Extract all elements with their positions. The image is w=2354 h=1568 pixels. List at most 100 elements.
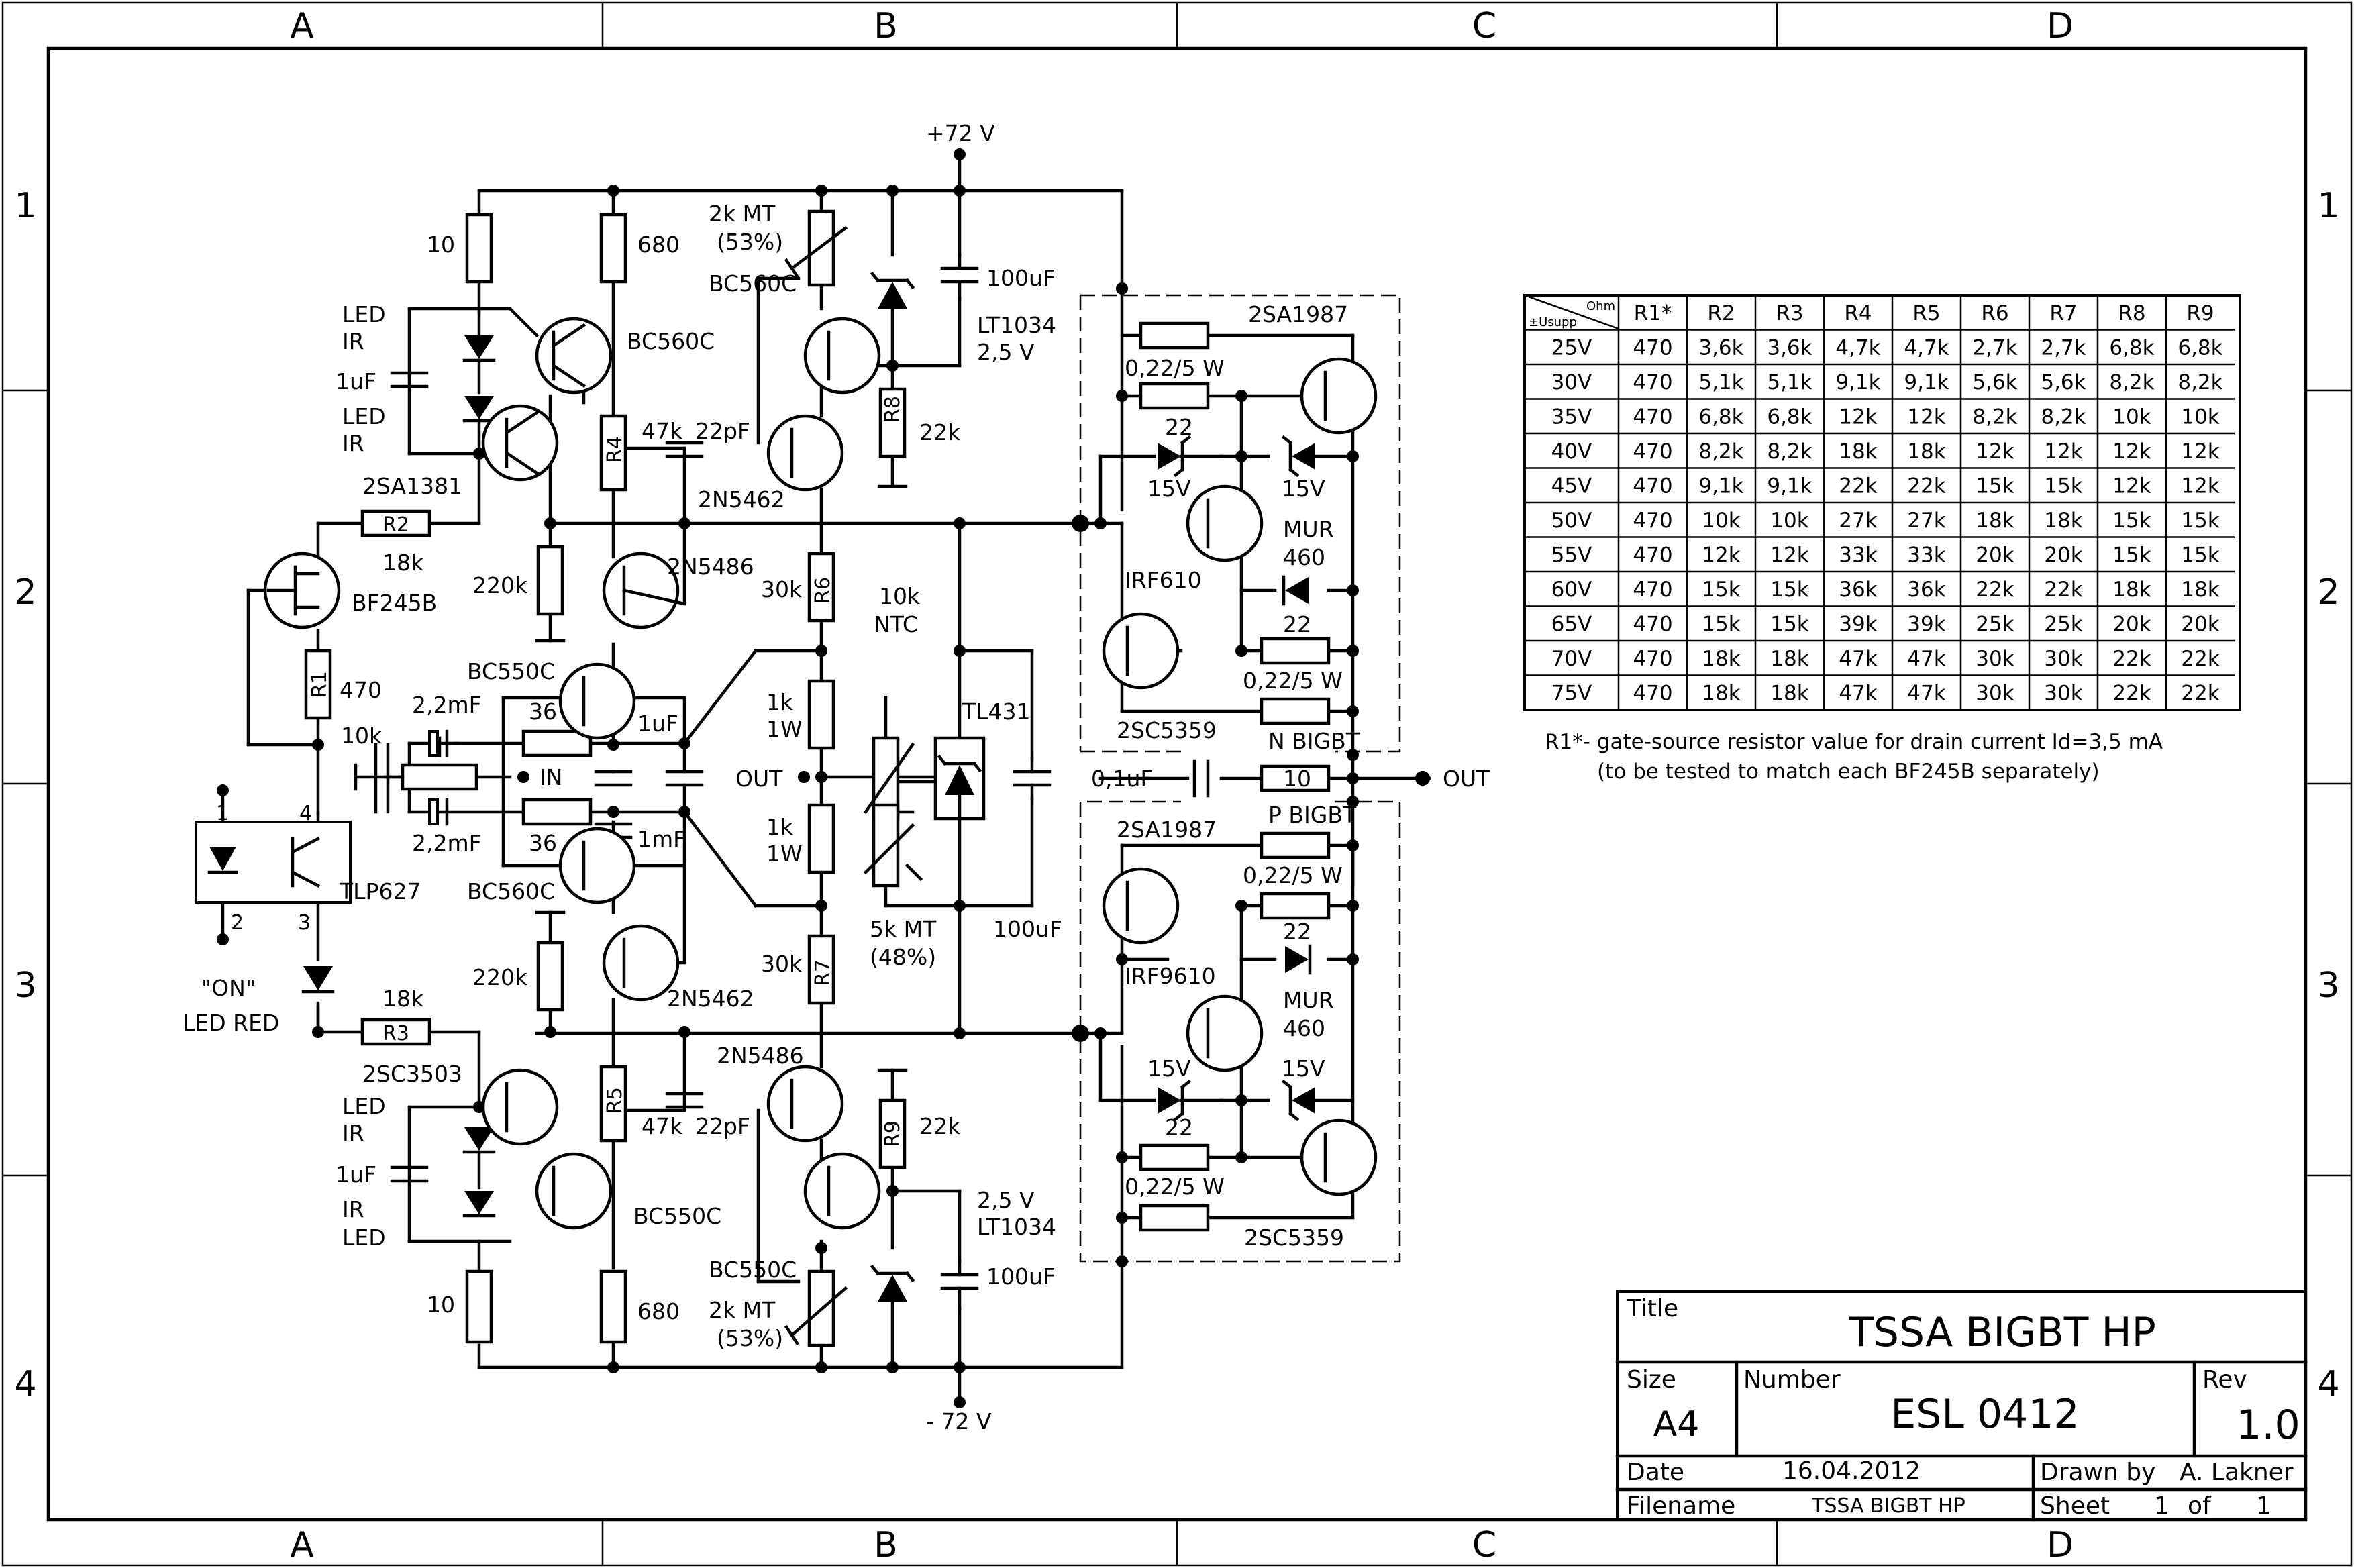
q-2sa1381 (481, 404, 559, 482)
cap-01uf (1192, 759, 1210, 798)
label-led-ir-1a: LED (342, 301, 386, 327)
table-cell: 18k (2181, 578, 2219, 602)
label-ntc-b: NTC (874, 611, 918, 637)
table-note-1: R1*- gate-source resistor value for drai… (1545, 730, 2163, 754)
table-cell: 2,7k (2041, 335, 2086, 360)
sheet-number: 1 (2154, 1492, 2169, 1520)
label-irf610: IRF610 (1125, 567, 1202, 593)
filename-value: TSSA BIGBT HP (1811, 1494, 1965, 1518)
zone-col-b-top: B (874, 6, 898, 46)
label-r2: R2 (382, 513, 409, 537)
table-cell: 15k (1976, 474, 2014, 498)
label-2sa1987-bottom: 2SA1987 (1117, 817, 1217, 843)
label-z15-1: 15V (1147, 476, 1191, 502)
label-bc550c-bottom: BC550C (633, 1203, 721, 1229)
label-r1k-bottom-b: 1W (766, 841, 803, 867)
table-cell: 20k (2044, 543, 2082, 567)
label-r18k-top: 18k (382, 550, 424, 576)
table-cell: 18k (1839, 439, 1877, 464)
label-r22-4: 22 (1165, 1114, 1193, 1141)
drawing-title: TSSA BIGBT HP (1848, 1309, 2156, 1356)
label-lt-bottom-a: 2,5 V (977, 1187, 1035, 1213)
table-cell: 470 (1633, 578, 1672, 602)
of-caption: of (2188, 1492, 2212, 1520)
table-header-cell: R6 (1981, 301, 2008, 325)
cap-22pf-top (665, 441, 704, 458)
table-cell: 18k (1770, 647, 1808, 671)
label-led-ir-2a: LED (342, 403, 386, 429)
label-bc560c-mid: BC560C (467, 878, 555, 904)
label-r10-out: 10 (1283, 766, 1311, 792)
table-corner-top: Ohm (1586, 299, 1615, 313)
label-mur-bottom-b: 460 (1283, 1015, 1325, 1041)
table-cell: 470 (1633, 335, 1672, 360)
table-header-cell: R4 (1844, 301, 1872, 325)
drawn-value: A. Lakner (2180, 1459, 2294, 1486)
label-lt-top-b: 2,5 V (977, 339, 1035, 365)
table-cell: 30k (1976, 681, 2014, 705)
table-cell: 15k (2181, 509, 2219, 533)
table-header-cell: R8 (2118, 301, 2145, 325)
q-top-pnp-1 (535, 317, 613, 395)
table-cell: 15k (2112, 509, 2151, 533)
q-bottom-npn-1 (535, 1152, 613, 1230)
zone-row-1-left: 1 (14, 186, 36, 226)
table-cell: 12k (2112, 474, 2151, 498)
table-cell: 22k (1907, 474, 1945, 498)
table-cell: 12k (2112, 439, 2151, 464)
label-p-bigbt: P BIGBT (1268, 802, 1357, 828)
label-trim-bottom-a: 2k MT (709, 1297, 776, 1323)
title-block: Title TSSA BIGBT HP Size A4 Number ESL 0… (1615, 1290, 2308, 1522)
label-led-ir-4a: IR (342, 1196, 364, 1222)
resistor-022-4-top (1260, 892, 1331, 920)
label-r10-bottom: 10 (427, 1292, 455, 1318)
label-pin2: 2 (231, 911, 244, 935)
resistor-r6 (807, 552, 835, 623)
table-cell: 2,7k (1972, 335, 2017, 360)
table-cell: 12k (1702, 543, 1740, 567)
label-r22-2: 22 (1283, 611, 1311, 637)
q-2sa1987-bottom (1102, 867, 1180, 945)
table-cell: 8,2k (2178, 370, 2222, 395)
zone-row-4-right: 4 (2317, 1364, 2339, 1404)
table-cell: 470 (1633, 543, 1672, 567)
table-header-cell: R9 (2186, 301, 2214, 325)
label-2sc5359-top: 2SC5359 (1117, 717, 1217, 743)
table-cell: 12k (2181, 474, 2219, 498)
label-bc560c-trim: BC560C (709, 270, 797, 297)
resistor-022-1 (1139, 321, 1210, 350)
zone-row-4-left: 4 (14, 1364, 36, 1404)
q-2sa1987-top (1300, 357, 1378, 435)
label-bc550c-mid: BC550C (467, 658, 555, 684)
resistor-220k-bottom (536, 941, 564, 1012)
label-c22pf-top: 22pF (695, 418, 750, 444)
table-cell: 6,8k (2178, 335, 2222, 360)
component-labels: +72 V - 72 V OUT OUT IN LED IR 1uF LED I… (183, 120, 1490, 1434)
table-cell: 470 (1633, 509, 1672, 533)
zener-lt1034-bottom (870, 1264, 915, 1302)
table-header-cell: R5 (1912, 301, 1940, 325)
zone-col-a-bottom: A (290, 1525, 314, 1565)
table-cell: 22k (2044, 578, 2082, 602)
table-cell: 36k (1907, 578, 1945, 602)
table-cell: 8,2k (1767, 439, 1812, 464)
table-cell: 9,1k (1904, 370, 1949, 395)
label-bc560c-top: BC560C (627, 328, 715, 354)
label-r47k-top: 47k (642, 418, 683, 444)
table-cell: 10k (1702, 509, 1740, 533)
table-cell: 6,8k (2109, 335, 2154, 360)
resistor-680-bottom (599, 1269, 627, 1344)
label-r022-2: 0,22/5 W (1243, 668, 1343, 694)
table-cell: 10k (1770, 509, 1808, 533)
tl431-shunt (897, 736, 986, 821)
zone-row-3-right: 3 (2317, 965, 2339, 1006)
label-2n5486-top: 2N5486 (667, 554, 754, 580)
zone-row-2-left: 2 (14, 572, 36, 613)
table-row-voltage: 60V (1551, 578, 1592, 602)
resistor-22-2 (1260, 637, 1331, 665)
label-pin3: 3 (298, 911, 311, 935)
label-trim-bottom-b: (53%) (717, 1325, 783, 1351)
title-caption: Title (1626, 1295, 1678, 1322)
table-cell: 3,6k (1698, 335, 1743, 360)
